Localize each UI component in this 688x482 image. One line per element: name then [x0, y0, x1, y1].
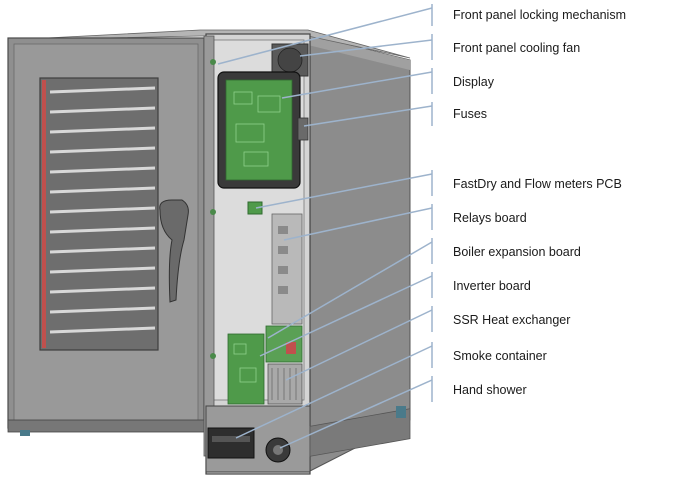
fuses	[297, 117, 309, 141]
leader-boiler-expansion-board	[267, 241, 433, 339]
fastdry-pcb	[247, 201, 263, 215]
leader-front-panel-cooling-fan	[299, 39, 433, 57]
leader-hand-shower	[279, 379, 433, 449]
ssr-heat-exchanger	[267, 363, 303, 405]
oven-base	[7, 419, 205, 433]
door-window	[39, 77, 159, 351]
label-smoke-container: Smoke container	[453, 349, 547, 363]
oven-illustration	[7, 29, 411, 475]
leader-fastdry-flow-meters-pcb	[255, 173, 433, 209]
oven-top	[7, 29, 411, 59]
leader-fuses	[303, 105, 433, 127]
leader-display	[281, 71, 433, 99]
door-handle	[159, 199, 189, 303]
label-fuses: Fuses	[453, 107, 488, 121]
leader-ssr-heat-exchanger	[285, 309, 433, 381]
label-fastdry-flow-meters-pcb: FastDry and Flow meters PCB	[453, 177, 622, 191]
display-pcb	[225, 79, 293, 181]
leader-smoke-container	[235, 345, 433, 439]
leader-lines	[217, 4, 433, 449]
label-inverter-board: Inverter board	[453, 279, 531, 293]
boiler-expansion-board	[265, 325, 303, 363]
label-relays-board: Relays board	[453, 211, 527, 225]
tray-rails	[49, 86, 156, 334]
leader-relays-board	[283, 207, 433, 241]
label-ssr-heat-exchanger: SSR Heat exchanger	[453, 313, 571, 327]
label-hand-shower: Hand shower	[453, 383, 527, 397]
leader-front-panel-locking-mechanism	[217, 7, 433, 65]
label-boiler-expansion-board: Boiler expansion board	[453, 245, 581, 259]
label-front-panel-cooling-fan: Front panel cooling fan	[453, 41, 581, 55]
label-front-panel-locking-mechanism: Front panel locking mechanism	[453, 8, 626, 22]
door-seal	[42, 80, 46, 348]
label-display: Display	[453, 75, 494, 89]
leader-inverter-board	[259, 275, 433, 357]
oven-side-panel	[307, 34, 411, 473]
